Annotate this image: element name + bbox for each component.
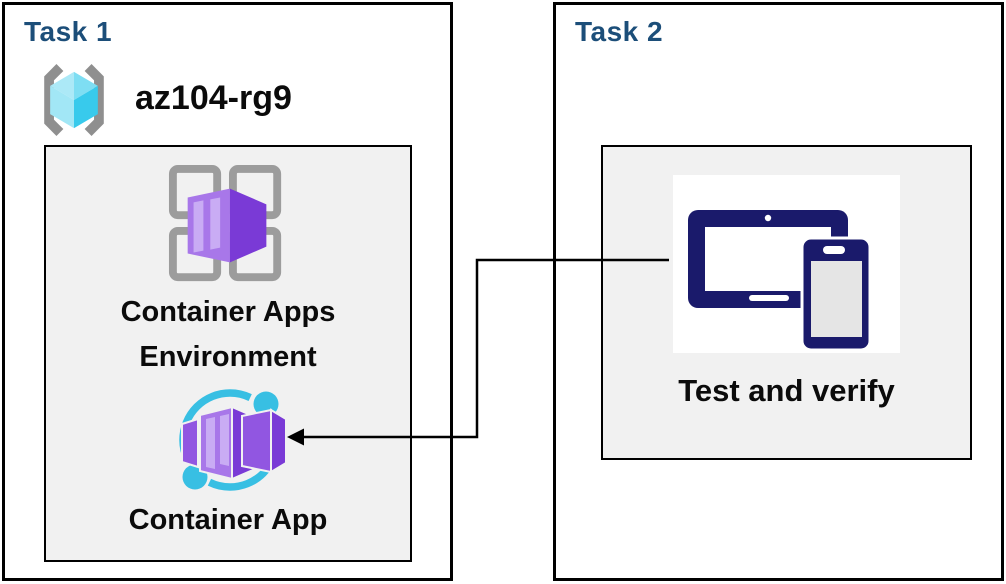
test-and-verify-label: Test and verify xyxy=(678,373,895,408)
container-app-icon xyxy=(179,389,287,491)
task2-title: Task 2 xyxy=(575,16,664,47)
container-app-label: Container App xyxy=(128,504,328,536)
test-and-verify-panel: Test and verify xyxy=(601,145,972,460)
container-apps-environment-label: Container Apps Environment xyxy=(46,290,410,380)
task1-title: Task 1 xyxy=(24,16,113,47)
task1-box: Task 1 az104-rg9 xyxy=(2,2,453,581)
environment-label-line2: Environment xyxy=(139,341,317,373)
tablet-and-phone-icon xyxy=(688,210,872,352)
container-apps-environment-icon xyxy=(168,164,282,282)
resource-group-name: az104-rg9 xyxy=(135,79,292,117)
task2-box: Task 2 Test and verify xyxy=(553,2,1004,581)
devices-icon-plate xyxy=(673,175,900,353)
environment-label-line1: Container Apps xyxy=(120,296,336,328)
resource-group-icon xyxy=(44,64,104,136)
container-apps-environment-panel: Container Apps Environment Container App xyxy=(44,145,412,562)
